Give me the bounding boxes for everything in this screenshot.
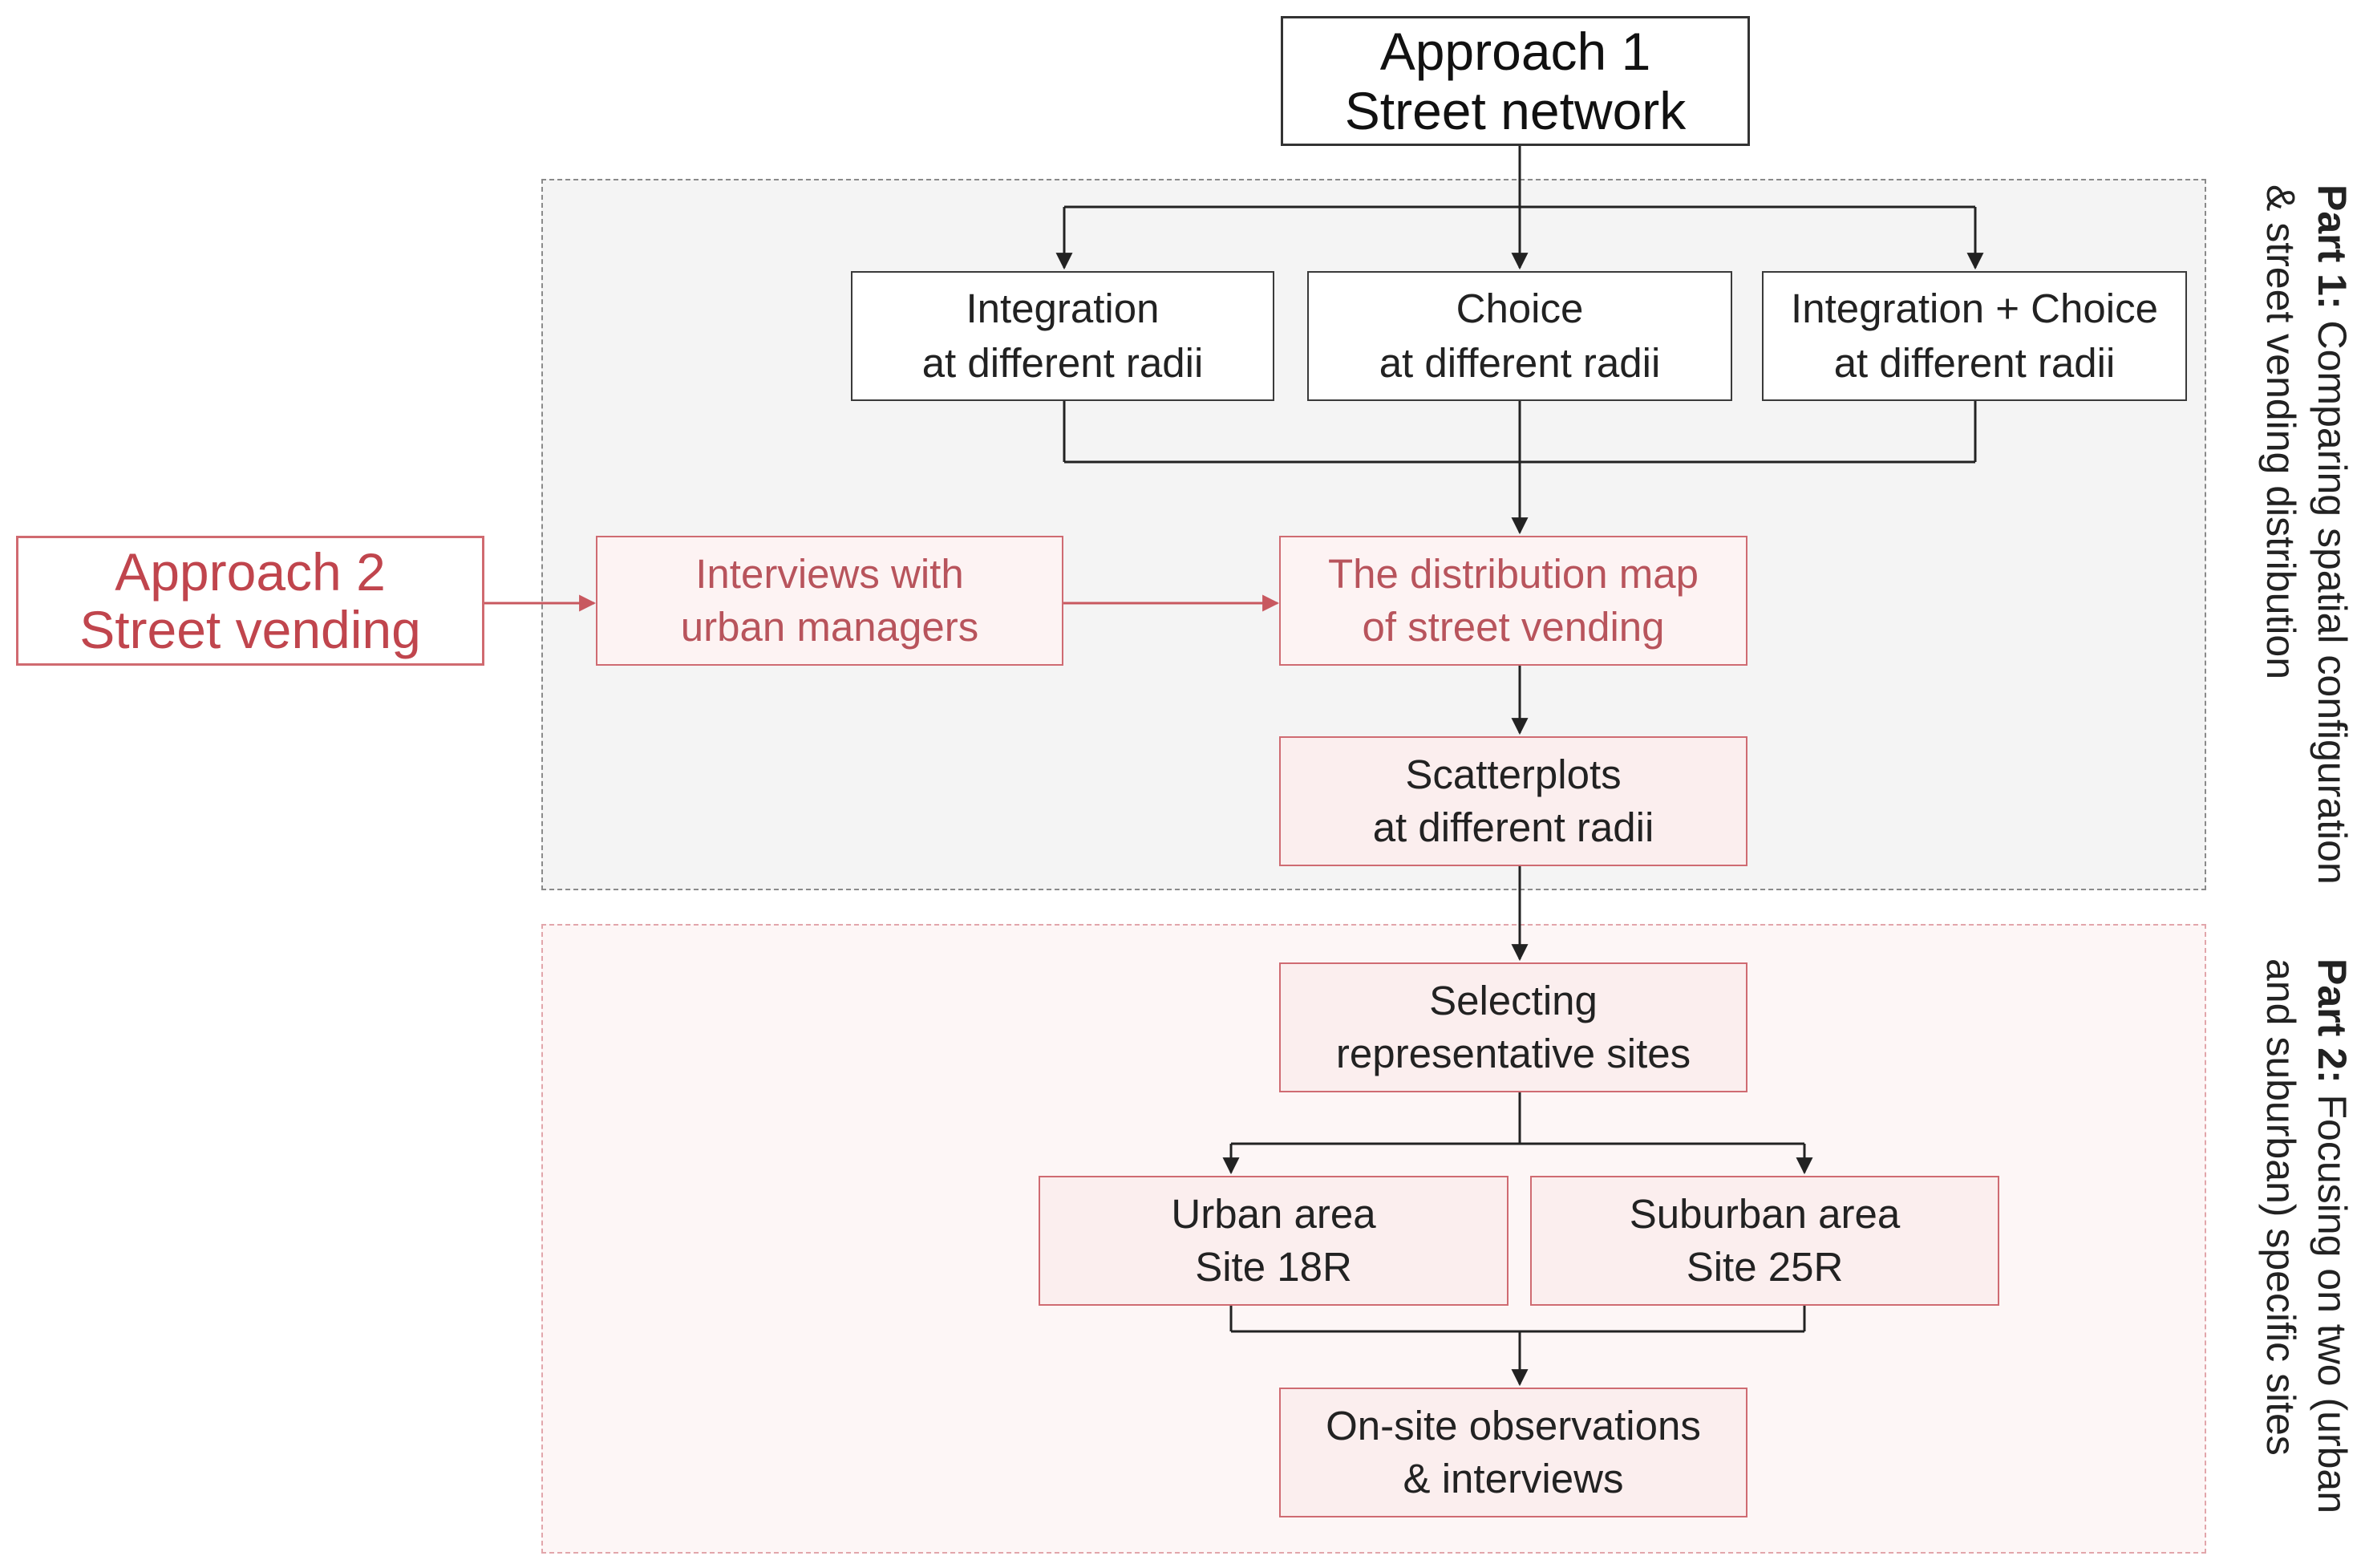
- suburban-area-sublabel: Site 25R: [1686, 1244, 1844, 1290]
- approach1-subtitle: Street network: [1344, 81, 1687, 140]
- onsite-label: On-site observations: [1326, 1403, 1701, 1448]
- approach2-subtitle: Street vending: [79, 600, 421, 659]
- scatterplots-box: Scatterplots at different radii: [1279, 736, 1747, 866]
- part2-label: Part 2: Focusing on two (urban and subur…: [2255, 958, 2358, 1513]
- part1-label: Part 1: Comparing spatial configuration …: [2255, 184, 2358, 885]
- interviews-managers-sublabel: urban managers: [680, 604, 979, 650]
- suburban-area-label: Suburban area: [1629, 1191, 1901, 1237]
- scatterplots-label: Scatterplots: [1405, 752, 1622, 797]
- onsite-sublabel: & interviews: [1403, 1456, 1624, 1501]
- selecting-sites-box: Selecting representative sites: [1279, 962, 1747, 1092]
- choice-box: Choice at different radii: [1307, 271, 1732, 401]
- distribution-map-sublabel: of street vending: [1362, 604, 1665, 650]
- integration-choice-box: Integration + Choice at different radii: [1762, 271, 2187, 401]
- urban-area-box: Urban area Site 18R: [1039, 1176, 1509, 1306]
- scatterplots-sublabel: at different radii: [1372, 804, 1654, 850]
- integration-box: Integration at different radii: [851, 271, 1274, 401]
- interviews-managers-label: Interviews with: [695, 551, 964, 597]
- integration-choice-sublabel: at different radii: [1833, 340, 2116, 386]
- part1-bold: Part 1:: [2310, 184, 2355, 310]
- part2-line1: Focusing on two (urban: [2310, 1083, 2355, 1514]
- approach1-title: Approach 1: [1379, 22, 1651, 81]
- urban-area-sublabel: Site 18R: [1195, 1244, 1352, 1290]
- urban-area-label: Urban area: [1171, 1191, 1376, 1237]
- integration-choice-label: Integration + Choice: [1791, 286, 2158, 331]
- approach1-box: Approach 1 Street network: [1281, 16, 1750, 146]
- approach2-box: Approach 2 Street vending: [16, 536, 484, 666]
- suburban-area-box: Suburban area Site 25R: [1530, 1176, 1999, 1306]
- distribution-map-box: The distribution map of street vending: [1279, 536, 1747, 666]
- distribution-map-label: The distribution map: [1327, 551, 1699, 597]
- approach2-title: Approach 2: [115, 542, 386, 602]
- part1-line2: & street vending distribution: [2258, 184, 2303, 680]
- integration-label: Integration: [966, 286, 1160, 331]
- onsite-box: On-site observations & interviews: [1279, 1388, 1747, 1517]
- selecting-sites-sublabel: representative sites: [1335, 1031, 1691, 1076]
- choice-sublabel: at different radii: [1379, 340, 1661, 386]
- part2-line2: and suburban) specific sites: [2258, 958, 2303, 1456]
- selecting-sites-label: Selecting: [1429, 978, 1598, 1023]
- choice-label: Choice: [1456, 286, 1584, 331]
- part1-line1: Comparing spatial configuration: [2310, 309, 2355, 885]
- integration-sublabel: at different radii: [921, 340, 1204, 386]
- interviews-managers-box: Interviews with urban managers: [596, 536, 1063, 666]
- part2-bold: Part 2:: [2310, 958, 2355, 1084]
